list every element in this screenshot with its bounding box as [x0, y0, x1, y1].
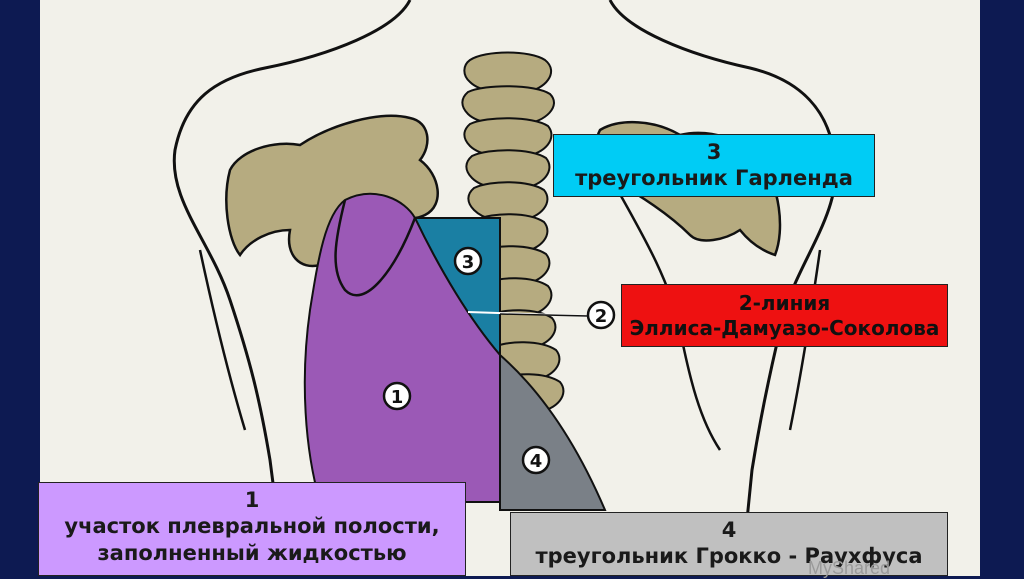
callout-grocco-triangle: 4 треугольник Грокко - Раухфуса: [510, 512, 948, 576]
svg-text:4: 4: [530, 451, 543, 472]
arm-contour-right: [788, 249, 822, 431]
grocco-triangle-region: [499, 352, 607, 511]
callout-1-line1: участок плевральной полости,: [64, 514, 440, 539]
body-outline-right: [608, 0, 838, 541]
callout-4-number: 4: [721, 518, 737, 542]
svg-text:3: 3: [462, 252, 475, 273]
svg-text:1: 1: [391, 387, 404, 408]
callout-3-number: 3: [706, 140, 722, 164]
badge-3: 3: [453, 246, 483, 276]
badge-4: 4: [521, 445, 551, 475]
callout-2-number: 2-линия: [738, 291, 831, 315]
watermark: MyShared: [808, 558, 891, 578]
callout-pleural-region: 1 участок плевральной полости, заполненн…: [38, 482, 466, 576]
svg-text:2: 2: [595, 306, 608, 327]
callout-ellis-line: 2-линия Эллиса-Дамуазо-Соколова: [621, 284, 948, 347]
callout-1-line2: заполненный жидкостью: [97, 540, 407, 565]
body-outline: [172, 0, 412, 576]
scapula-line-over-region: [334, 199, 417, 297]
callout-garland-triangle: 3 треугольник Гарленда: [553, 134, 875, 197]
callout-3-text: треугольник Гарленда: [575, 166, 853, 191]
badge-2: 2: [586, 300, 616, 330]
callout-4-text: треугольник Грокко - Раухфуса: [535, 544, 923, 569]
callout-1-number: 1: [244, 488, 260, 512]
badge-1: 1: [382, 381, 412, 411]
ellis-line-pointer-dark: [499, 313, 589, 317]
callout-2-text: Эллиса-Дамуазо-Соколова: [629, 316, 940, 340]
arm-contour-left: [198, 249, 247, 431]
